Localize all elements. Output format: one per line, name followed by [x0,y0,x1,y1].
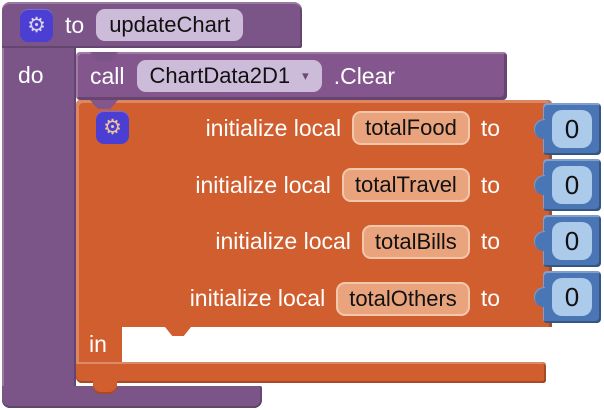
to-keyword: to [480,171,500,198]
to-keyword: to [480,228,500,255]
component-name-text: ChartData2D1 [149,63,291,88]
procedure-name-text: updateChart [109,12,231,37]
local-row-totalBills: initialize local totalBills to [76,214,552,271]
call-keyword: call [90,62,125,89]
to-keyword: to [480,285,500,312]
to-keyword: to [65,11,85,38]
local-row-totalFood: ⚙ initialize local totalFood to [76,100,552,157]
number-block[interactable]: 0 [534,159,601,211]
local-block-bottom-wrap[interactable] [76,362,546,383]
number-field[interactable]: 0 [552,166,592,204]
initialize-local-label: initialize local [215,228,351,255]
number-value: 0 [564,113,580,144]
number-field[interactable]: 0 [552,278,592,316]
mutator-gear-icon[interactable]: ⚙ [96,111,129,144]
mutator-gear-icon[interactable]: ⚙ [20,8,53,42]
component-dropdown[interactable]: ChartData2D1 ▾ [136,60,322,92]
local-row-totalOthers: initialize local totalOthers to [76,270,552,327]
number-block[interactable]: 0 [534,215,601,267]
initialize-local-label: initialize local [189,285,326,312]
in-keyword: in [89,331,107,357]
variable-name-field[interactable]: totalTravel [341,168,470,203]
variable-name-field[interactable]: totalOthers [336,281,470,316]
number-value: 0 [564,169,580,200]
variable-name-field[interactable]: totalFood [352,111,470,146]
to-keyword: to [480,114,500,141]
initialize-local-block[interactable]: ⚙ initialize local totalFood to initiali… [76,100,552,327]
number-value: 0 [564,225,580,256]
gear-glyph: ⚙ [27,13,46,37]
local-block-next-connector [93,381,117,394]
in-socket-notch [165,327,191,336]
procedure-block-footer[interactable] [2,386,262,408]
gear-glyph: ⚙ [103,116,122,139]
number-field[interactable]: 0 [552,222,592,260]
initialize-local-label: initialize local [205,114,342,141]
number-field[interactable]: 0 [552,110,592,148]
number-block[interactable]: 0 [534,271,601,323]
call-block-top-notch [90,52,118,61]
method-name-label: .Clear [333,62,396,89]
number-value: 0 [564,281,580,312]
dropdown-arrow-icon: ▾ [302,68,309,83]
number-block[interactable]: 0 [534,103,601,155]
local-block-top-notch [90,100,118,109]
procedure-block-header[interactable]: ⚙ to updateChart [2,2,302,48]
call-method-block[interactable]: call ChartData2D1 ▾ .Clear [76,52,507,100]
do-keyword: do [18,62,44,88]
procedure-block-body[interactable] [2,2,76,408]
variable-name-field[interactable]: totalBills [361,224,470,259]
initialize-local-label: initialize local [195,171,331,198]
procedure-name-field[interactable]: updateChart [96,9,244,41]
local-row-totalTravel: initialize local totalTravel to [76,157,552,214]
